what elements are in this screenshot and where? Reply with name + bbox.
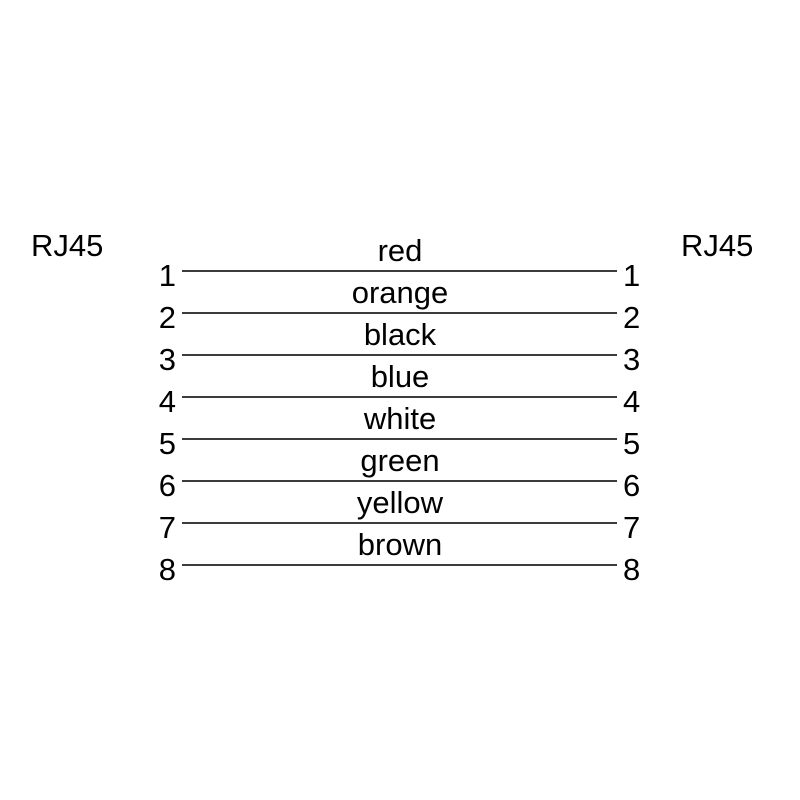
pin-number-left: 8 — [158, 552, 176, 587]
pin-number-right: 7 — [623, 510, 641, 545]
wire-color-label: green — [360, 443, 440, 478]
connector-right-label: RJ45 — [681, 228, 754, 263]
pin-number-left: 1 — [158, 258, 176, 293]
wire-conductor-line — [182, 480, 617, 482]
wire-conductor-line — [182, 354, 617, 356]
wire-conductor-line — [182, 312, 617, 314]
pin-number-right: 4 — [623, 384, 641, 419]
wire-conductor-line — [182, 438, 617, 440]
wire-conductor-line — [182, 564, 617, 566]
wire-color-label: blue — [370, 359, 430, 394]
pin-number-right: 5 — [623, 426, 641, 461]
pin-number-left: 4 — [158, 384, 176, 419]
pin-number-right: 2 — [623, 300, 641, 335]
wire-color-label: white — [363, 401, 437, 436]
pin-number-left: 5 — [158, 426, 176, 461]
pin-number-right: 8 — [623, 552, 641, 587]
connector-left-label: RJ45 — [31, 228, 104, 263]
wire-conductor-line — [182, 522, 617, 524]
wire-color-label: red — [377, 233, 423, 268]
pin-number-right: 1 — [623, 258, 641, 293]
pin-number-right: 3 — [623, 342, 641, 377]
pin-number-left: 3 — [158, 342, 176, 377]
wire-color-label: black — [363, 317, 437, 352]
wire-color-label: orange — [351, 275, 449, 310]
wire-conductor-line — [182, 270, 617, 272]
pin-number-left: 6 — [158, 468, 176, 503]
wire-color-label: yellow — [356, 485, 444, 520]
pin-number-right: 6 — [623, 468, 641, 503]
pin-number-left: 2 — [158, 300, 176, 335]
wire-conductor-line — [182, 396, 617, 398]
pin-number-left: 7 — [158, 510, 176, 545]
wire-color-label: brown — [357, 527, 443, 562]
